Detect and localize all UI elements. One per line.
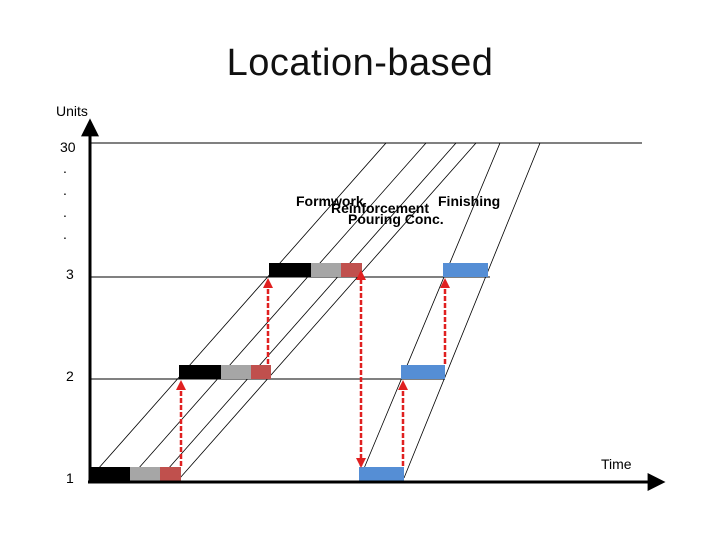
ellipsis-dot: .	[63, 160, 67, 176]
flow-line	[403, 143, 541, 479]
reinforcement-bar-unit-3	[311, 263, 341, 277]
flow-line	[179, 143, 477, 479]
pouring-bar-unit-2	[251, 365, 271, 379]
reinforcement-bar-unit-2	[221, 365, 251, 379]
finishing-bar-unit-3	[443, 263, 488, 277]
slide-title: Location-based	[226, 42, 494, 84]
flow-line	[359, 143, 501, 479]
pouring-bar-unit-3	[341, 263, 362, 277]
reinforcement-label: Reinforcement	[331, 200, 429, 216]
flow-line	[90, 143, 387, 479]
y-tick-3: 3	[66, 266, 74, 282]
flow-line	[129, 143, 427, 479]
pouring-bar-unit-1	[160, 467, 181, 481]
y-tick-1: 1	[66, 470, 74, 486]
ellipsis-dot: .	[63, 226, 67, 242]
ellipsis-dot: .	[63, 182, 67, 198]
x-axis-label: Time	[601, 456, 632, 472]
y-tick-30: 30	[60, 139, 76, 155]
red-arrows	[176, 270, 450, 468]
finishing-label: Finishing	[438, 193, 500, 209]
y-tick-2: 2	[66, 368, 74, 384]
ellipsis-dot: .	[63, 204, 67, 220]
formwork-bar-unit-1	[90, 467, 130, 481]
formwork-label: Formwork	[296, 193, 364, 209]
finishing-bar-unit-1	[359, 467, 404, 481]
finishing-bar-unit-2	[401, 365, 445, 379]
formwork-bar-unit-2	[179, 365, 221, 379]
pouring-label: Pouring Conc.	[348, 211, 444, 227]
flow-lines	[90, 143, 541, 479]
reinforcement-bar-unit-1	[130, 467, 160, 481]
flow-line	[159, 143, 457, 479]
y-axis-label: Units	[56, 103, 88, 119]
formwork-bar-unit-3	[269, 263, 311, 277]
